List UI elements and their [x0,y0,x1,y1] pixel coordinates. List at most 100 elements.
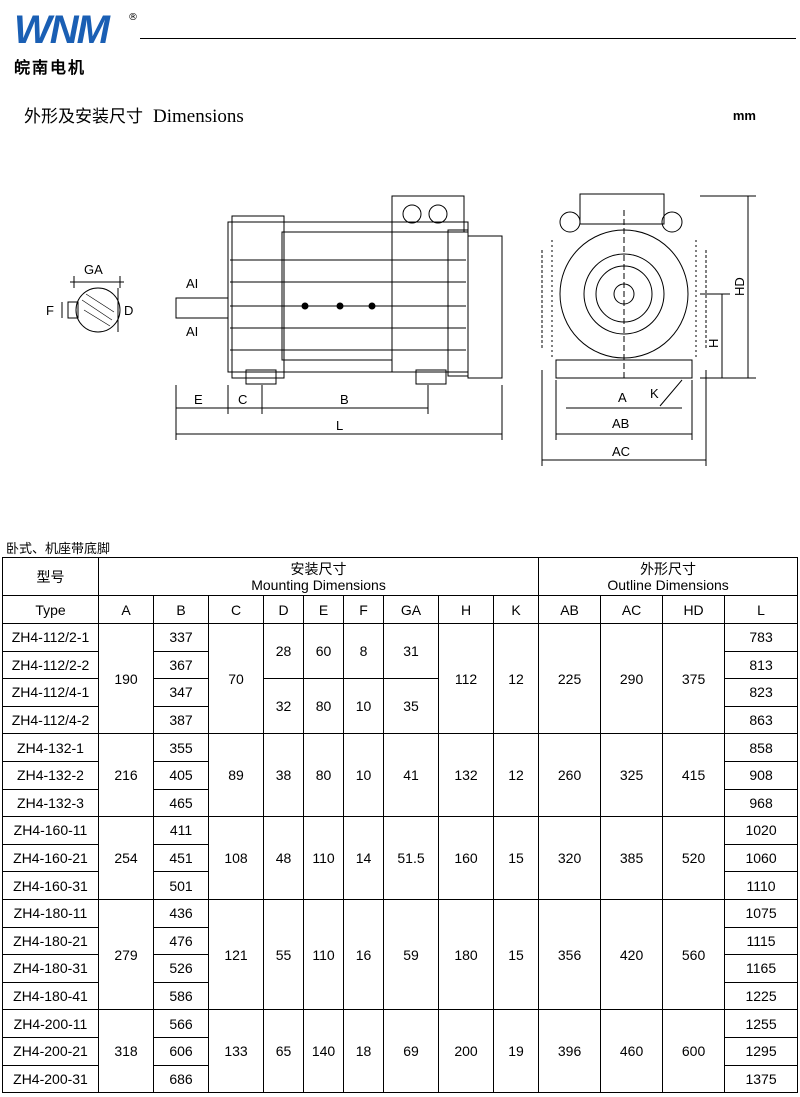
cell-a: 318 [98,1009,154,1094]
cell-d: 65 [263,1009,304,1094]
side-view-dimension-lines [175,385,503,440]
cell-b: 566 [153,1009,209,1038]
cell-type: ZH4-200-11 [2,1009,99,1038]
cell-ga: 35 [383,678,439,735]
cell-f: 18 [343,1009,384,1094]
cell-c: 89 [208,733,264,818]
cell-ab: 356 [538,898,602,1011]
cell-h: 132 [438,733,494,818]
cell-d: 32 [263,678,304,735]
column-header-a: A [98,595,154,624]
cell-l: 1255 [724,1009,799,1038]
cell-l: 1115 [724,926,799,956]
column-header-d: D [263,595,304,624]
header-outline: 外形尺寸 Outline Dimensions [538,557,799,596]
cell-b: 347 [153,678,209,707]
end-view-dimension-lines [541,195,756,466]
cell-type: ZH4-132-3 [2,788,99,818]
cell-l: 858 [724,733,799,762]
cell-e: 80 [303,678,344,735]
cell-d: 28 [263,622,304,680]
cell-l: 823 [724,678,799,707]
cell-ga: 59 [383,898,439,1011]
label-a-dim: A [618,390,627,405]
cell-d: 48 [263,816,304,900]
cell-b: 387 [153,705,209,735]
cell-l: 968 [724,788,799,818]
cell-type: ZH4-160-31 [2,871,99,900]
cell-c: 133 [208,1009,264,1094]
cell-ga: 41 [383,733,439,818]
column-header-hd: HD [662,595,726,624]
cell-l: 1060 [724,843,799,873]
cell-l: 1295 [724,1036,799,1066]
cell-e: 110 [303,898,344,1011]
label-d: D [124,303,133,318]
cell-a: 279 [98,898,154,1011]
company-logo: WNM ® 皖南电机 [14,8,144,78]
cell-l: 783 [724,623,799,652]
cell-b: 606 [153,1036,209,1066]
cell-h: 200 [438,1009,494,1094]
cell-e: 110 [303,816,344,900]
cell-type: ZH4-200-31 [2,1064,99,1094]
cell-k: 15 [492,816,540,900]
header-rule [140,38,796,39]
cell-ga: 69 [383,1009,439,1094]
cell-ab: 225 [538,622,602,735]
cell-b: 465 [153,788,209,818]
cell-d: 55 [263,898,304,1011]
label-ac: AC [612,444,630,459]
cell-l: 813 [724,650,799,680]
header-mounting-en: Mounting Dimensions [251,576,386,593]
label-c: C [238,392,247,407]
cell-type: ZH4-180-21 [2,926,99,956]
cell-ac: 290 [600,622,664,735]
cell-b: 436 [153,898,209,928]
cell-b: 367 [153,650,209,680]
section-title-cn: 外形及安装尺寸 [24,107,143,127]
label-k: K [650,386,659,401]
header-mounting: 安装尺寸 Mounting Dimensions [97,557,540,596]
cell-k: 19 [492,1009,540,1094]
header-outline-cn: 外形尺寸 [640,560,697,577]
table-row: ZH4-180-21 476 1115 [2,926,799,956]
cell-l: 1110 [724,871,799,900]
cell-b: 586 [153,981,209,1011]
header-model-cn: 型号 [2,557,99,596]
cell-ab: 320 [538,816,602,900]
company-name: 皖南电机 [14,58,87,77]
column-header-k: K [492,595,540,624]
cell-type: ZH4-160-11 [2,816,99,845]
header-outline-en: Outline Dimensions [607,576,729,593]
cell-l: 863 [724,705,799,735]
cell-hd: 560 [662,898,726,1011]
label-l: L [336,418,343,433]
label-ai-top: AI [186,276,198,291]
column-header-c: C [208,595,264,624]
label-b: B [340,392,349,407]
cell-a: 190 [98,622,154,735]
cell-k: 12 [492,733,540,818]
cell-e: 80 [303,733,344,818]
cell-k: 15 [492,898,540,1011]
cell-h: 160 [438,816,494,900]
cell-ab: 396 [538,1009,602,1094]
cell-ab: 260 [538,733,602,818]
cell-b: 337 [153,623,209,652]
cell-b: 476 [153,926,209,956]
cell-type: ZH4-132-1 [2,733,99,762]
cell-l: 1020 [724,816,799,845]
label-h: H [706,339,721,348]
cell-b: 451 [153,843,209,873]
cell-type: ZH4-180-11 [2,898,99,928]
